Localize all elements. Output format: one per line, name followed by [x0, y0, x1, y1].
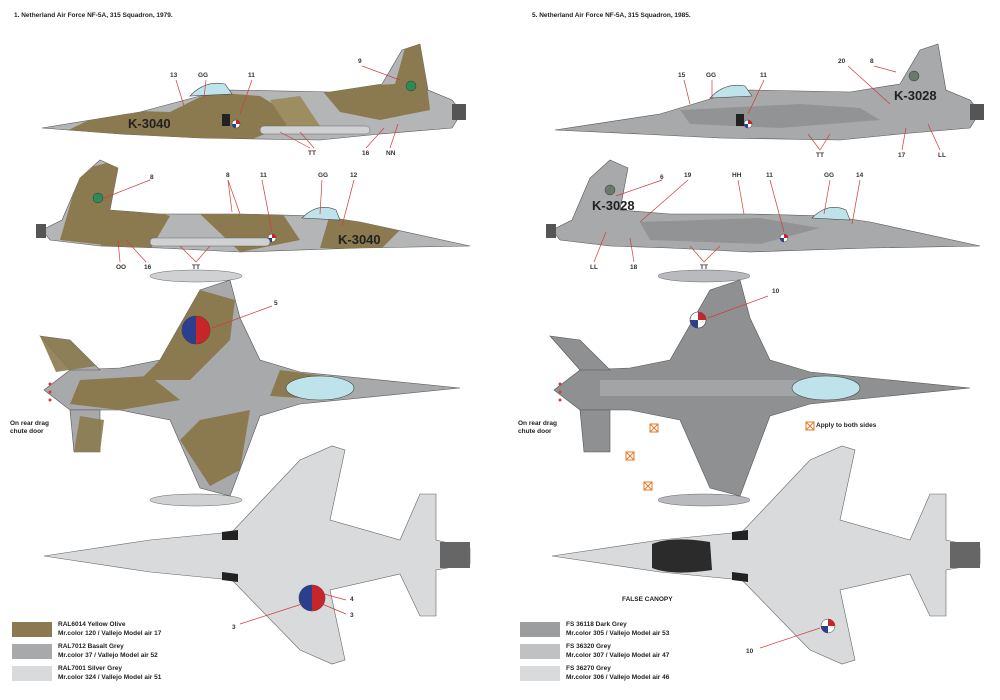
note-drag-chute-right: On rear drag chute door	[518, 420, 558, 435]
swatch-silver-grey	[12, 666, 52, 681]
callout-label: 16	[362, 150, 370, 157]
callout-label: 10	[746, 648, 754, 655]
callout-label: 16	[144, 264, 152, 271]
callout-label: TT	[700, 264, 708, 271]
label-false-canopy: FALSE CANOPY	[622, 596, 673, 603]
registration-right-top: K-3028	[894, 88, 937, 103]
callout-label: 15	[678, 72, 686, 79]
callout-label: 11	[248, 72, 255, 79]
registration-right-second: K-3028	[592, 198, 635, 213]
callout-label: 12	[350, 172, 358, 179]
profile-caption-right: 5. Netherland Air Force NF-5A, 315 Squad…	[532, 12, 691, 19]
callout-label: HH	[732, 172, 742, 179]
note-drag-chute-left: On rear drag chute door	[10, 420, 50, 435]
right-underside-view	[551, 445, 981, 665]
callout-label: 10	[772, 288, 780, 295]
callout-label: LL	[938, 152, 946, 159]
callout-label: OO	[116, 264, 127, 271]
note-apply-both-sides: Apply to both sides	[816, 422, 877, 429]
callout-label: 19	[684, 172, 692, 179]
left-side-view-1	[41, 43, 466, 149]
callout-label: 20	[838, 58, 846, 65]
callout-label: 3	[350, 612, 354, 619]
callout-label: LL	[590, 264, 598, 271]
swatch-basalt-grey	[12, 644, 52, 659]
callout-label: TT	[308, 150, 316, 157]
swatch-yellow-olive	[12, 622, 52, 637]
callout-label: TT	[192, 264, 200, 271]
swatch-dark-grey	[520, 622, 560, 637]
left-underside-view	[43, 445, 471, 665]
callout-label: 17	[898, 152, 906, 159]
callout-label: TT	[816, 152, 824, 159]
callout-label: 11	[760, 72, 767, 79]
callout-label: 6	[660, 174, 664, 181]
callout-label: 11	[260, 172, 267, 179]
callout-label: 8	[870, 58, 874, 65]
swatch-grey-36270	[520, 666, 560, 681]
callout-label: 8	[150, 174, 154, 181]
callout-label: 4	[350, 596, 354, 603]
right-side-view-1	[554, 43, 984, 151]
callout-label: GG	[318, 172, 329, 179]
callout-label: 18	[630, 264, 638, 271]
registration-left-second: K-3040	[338, 232, 381, 247]
callout-label: GG	[706, 72, 717, 79]
callout-label: 9	[358, 58, 362, 65]
right-top-view	[549, 269, 971, 507]
callout-label: 3	[232, 624, 236, 631]
swatch-grey-36320	[520, 644, 560, 659]
callout-label: NN	[386, 150, 396, 157]
callout-label: GG	[824, 172, 835, 179]
callout-label: 5	[274, 300, 278, 307]
right-side-view-2	[546, 159, 981, 263]
left-top-view	[39, 269, 461, 507]
callout-label: GG	[198, 72, 209, 79]
callout-label: 8	[226, 172, 230, 179]
registration-left-top: K-3040	[128, 116, 171, 131]
profile-caption-left: 1. Netherland Air Force NF-5A, 315 Squad…	[14, 12, 173, 19]
callout-label: 14	[856, 172, 864, 179]
left-side-view-2	[36, 159, 471, 263]
callout-label: 13	[170, 72, 178, 79]
callout-label: 11	[766, 172, 773, 179]
